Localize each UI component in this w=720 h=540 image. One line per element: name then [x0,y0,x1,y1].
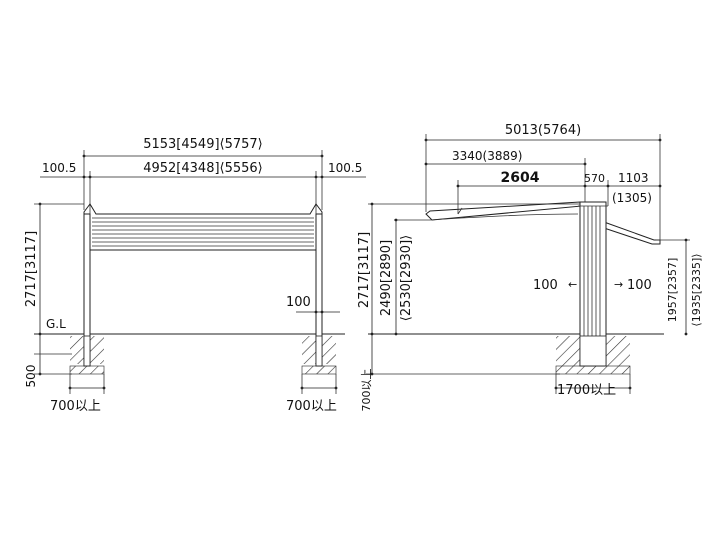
side-post-zone-label: 570 [584,172,605,185]
side-left-clearance-label: 100 [533,278,558,293]
front-left-offset-label: 100.5 [42,161,76,175]
front-left-foundation-label: 700以上 [50,399,101,414]
front-view: 5153[4549]⟨5757⟩ 4952[4348]⟨5556⟩ 100.5 … [24,137,366,414]
side-foundation-depth-label: 700以上 [360,369,373,412]
front-inner-width-label: 4952[4348]⟨5556⟩ [143,161,263,176]
front-post-width-label: 100 [286,295,311,310]
front-left-foundation [69,335,105,375]
front-right-foundation [301,335,337,375]
side-eave-height-label: 2490[2890] [379,240,394,316]
side-front-depth-label: 3340(3889) [452,149,522,163]
front-roof [83,203,323,251]
left-arrow-icon: ← [568,278,577,291]
side-rear-overhang-alt-label: (1305) [612,191,652,205]
front-ground-label: G.L [46,317,66,331]
side-eave-height-alt-label: ⟨2530[2930]⟩ [399,235,414,321]
side-right-clearance-label: 100 [627,278,652,293]
side-roof-beam [425,201,661,245]
side-rear-overhang-label: 1103 [618,171,649,185]
side-span-label: 2604 [501,170,540,186]
front-overall-width-label: 5153[4549]⟨5757⟩ [143,137,263,152]
side-rear-height-alt-label: ⟨1935[2335]⟩ [690,253,703,326]
side-overall-depth-label: 5013(5764) [505,123,581,138]
front-foundation-depth-label: 500 [24,365,38,388]
front-height-label: 2717[3117] [24,231,39,307]
right-arrow-icon: → [614,278,623,291]
side-view: 5013(5764) 3340(3889) 2604 570 1103 (130… [357,123,703,412]
side-foundation-width-label: 1700以上 [557,383,616,398]
front-right-offset-label: 100.5 [328,161,362,175]
front-right-foundation-label: 700以上 [286,399,337,414]
side-foundation [555,335,631,375]
side-rear-height-label: 1957[2357] [666,258,679,323]
side-height-label: 2717[3117] [357,232,372,308]
